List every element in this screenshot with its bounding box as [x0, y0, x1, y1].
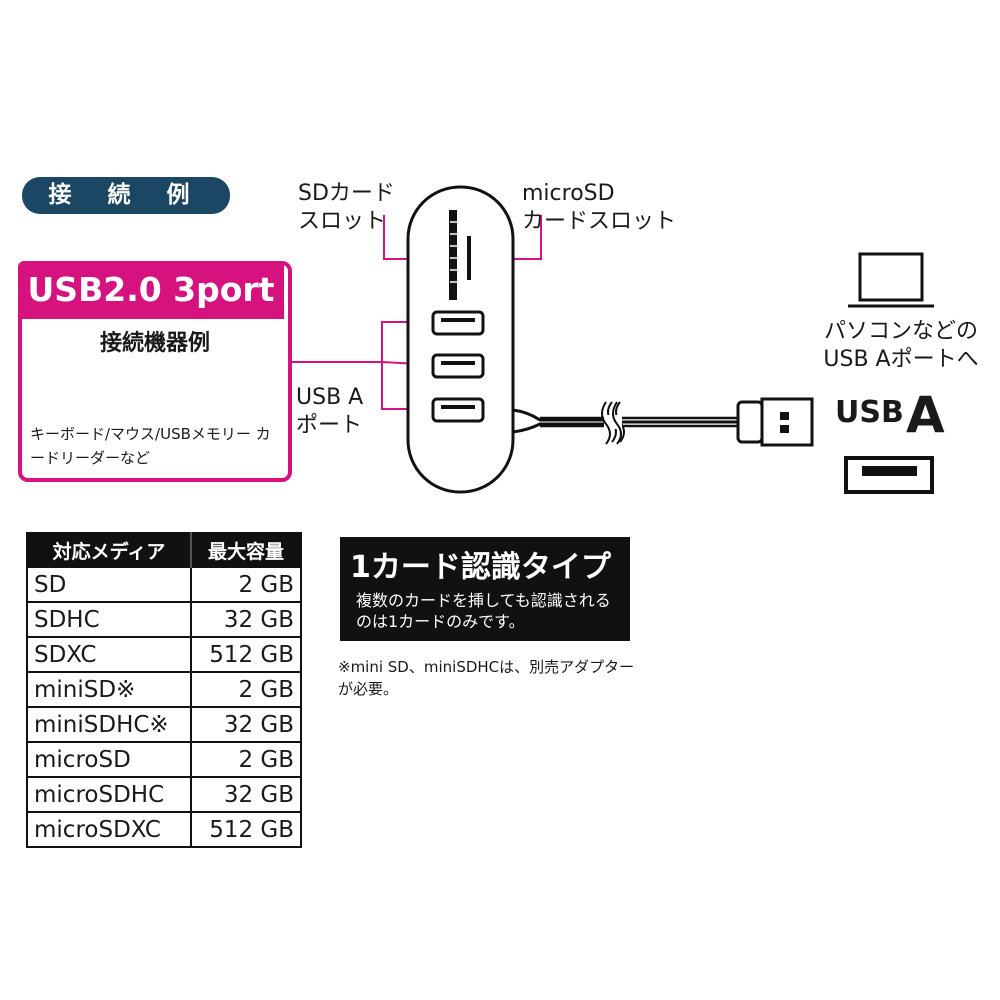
table-header-row: 対応メディア 最大容量 [27, 533, 301, 567]
table-header-media: 対応メディア [27, 533, 192, 567]
devices-text: キーボード/マウス/USBメモリー カードリーダーなど [30, 425, 271, 467]
usb-port-icons [431, 310, 485, 423]
media-capacity: 32 GB [191, 776, 301, 812]
pc-label: パソコンなどの USB Aポートへ [823, 319, 979, 372]
table-header-capacity: 最大容量 [191, 533, 301, 567]
usb-a-port-label: USB A ポート [296, 385, 364, 438]
media-capacity: 512 GB [191, 636, 301, 672]
media-name: SDHC [27, 601, 192, 637]
usb-plug-icon [736, 397, 814, 447]
usb-a-port-icon [844, 456, 934, 494]
media-capacity: 2 GB [191, 741, 301, 777]
devices-title: 接続機器例 [99, 331, 210, 356]
table-row: miniSD※2 GB [27, 671, 301, 707]
sd-slot-label: SDカード スロット [298, 181, 395, 234]
single-card-box [340, 537, 630, 641]
adapter-note: ※mini SD、miniSDHCは、別売アダプターが必要。 [338, 658, 635, 698]
microsd-slot-label: microSD カードスロット [522, 181, 677, 234]
single-card-text: 複数のカードを挿しても認識されるのは1カードのみです。 [356, 591, 611, 631]
media-name: SDXC [27, 636, 192, 672]
single-card-title: 1カード認識タイプ [350, 550, 611, 585]
laptop-icon [848, 252, 934, 308]
usb-a-letter: A [906, 386, 945, 444]
media-name: microSDXC [27, 811, 192, 847]
media-name: miniSD※ [27, 671, 192, 707]
usb-cable [512, 401, 745, 443]
microsd-slot-icon [467, 236, 471, 280]
media-capacity: 512 GB [191, 811, 301, 847]
media-name: miniSDHC※ [27, 706, 192, 742]
hub-body [406, 185, 515, 494]
media-name: microSD [27, 741, 192, 777]
media-capacity: 2 GB [191, 566, 301, 602]
example-badge: 接 続 例 [22, 177, 230, 214]
media-name: SD [27, 566, 192, 602]
media-capacity: 32 GB [191, 706, 301, 742]
media-capacity: 32 GB [191, 601, 301, 637]
media-name: microSDHC [27, 776, 192, 812]
sd-slot-icon [449, 210, 457, 300]
usb-port-title: USB2.0 3port [18, 261, 284, 319]
usb-a-text: USB [835, 395, 904, 430]
table-row: miniSDHC※32 GB [27, 706, 301, 742]
media-capacity: 2 GB [191, 671, 301, 707]
